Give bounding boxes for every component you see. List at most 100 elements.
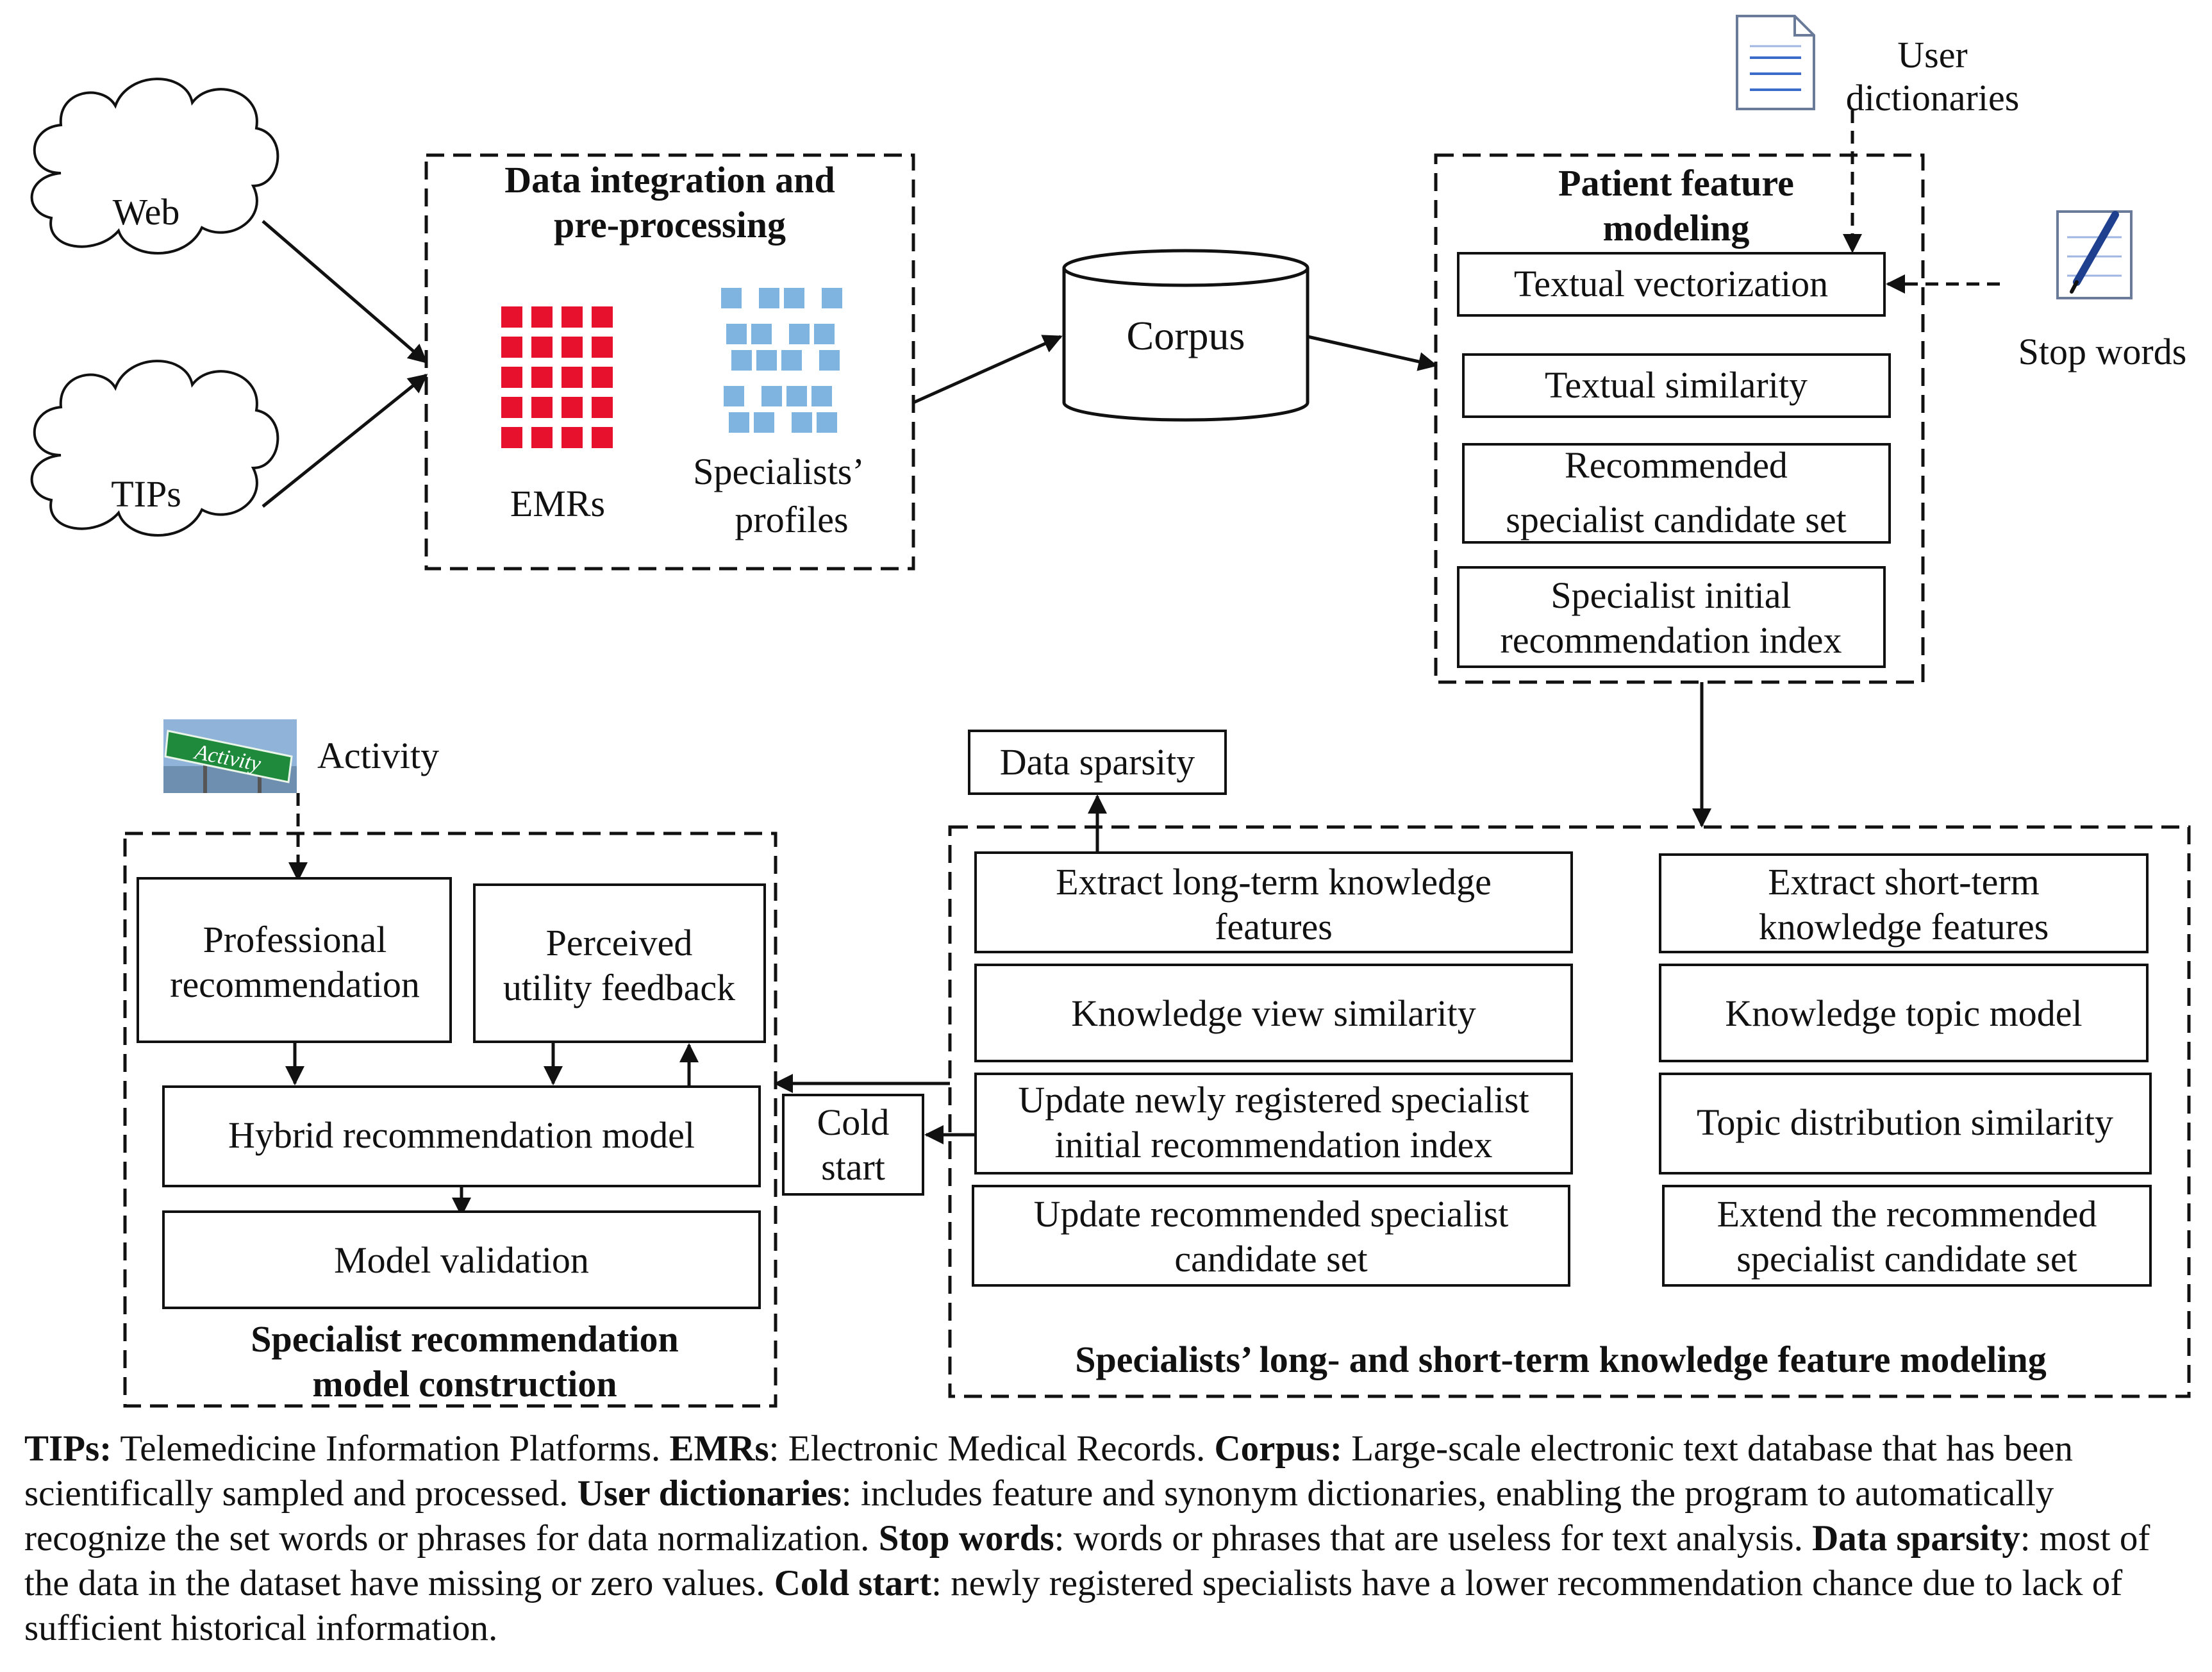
candidate-set-label-line2: specialist candidate set <box>1506 499 1846 540</box>
tile <box>759 288 779 308</box>
legend-definition: Large-scale electronic text database tha… <box>24 1428 2073 1514</box>
data-integration-box <box>424 153 915 571</box>
figure-legend: TIPs: Telemedicine Information Platforms… <box>24 1426 2191 1651</box>
perceived-utility-box <box>473 883 766 1043</box>
stop-words-label: Stop words <box>2018 331 2187 372</box>
topic-model-label: Knowledge topic model <box>1725 992 2082 1034</box>
tile <box>756 350 777 371</box>
tile <box>561 367 583 388</box>
professional-line2: recommendation <box>170 964 420 1005</box>
tile <box>819 350 840 371</box>
tile <box>784 288 804 308</box>
patient-feature-title-line1: Patient feature <box>1558 162 1794 204</box>
tile <box>501 367 522 388</box>
textual-similarity-label: Textual similarity <box>1545 364 1808 406</box>
topic-similarity-label: Topic distribution similarity <box>1697 1101 2113 1143</box>
extend-candidate-line1: Extend the recommended <box>1717 1193 2097 1235</box>
tile <box>501 306 522 328</box>
user-dictionaries-label-line2: dictionaries <box>1846 77 2020 119</box>
patient-feature-title-line2: modeling <box>1603 207 1750 249</box>
update-index-line1: Update newly registered specialist <box>1018 1079 1529 1121</box>
professional-line1: Professional <box>203 919 387 960</box>
legend-definition: : newly registered specialists have a lo… <box>24 1563 2123 1648</box>
data-sparsity-label: Data sparsity <box>1000 741 1195 783</box>
tile <box>531 427 553 448</box>
legend-term: TIPs: <box>24 1428 112 1469</box>
legend-term: Cold start <box>774 1563 932 1603</box>
tile <box>814 324 835 344</box>
textual-vectorization-box <box>1457 252 1886 317</box>
tile <box>561 427 583 448</box>
tile <box>531 367 553 388</box>
web-cloud-icon <box>30 78 279 255</box>
cold-start-line2: start <box>821 1146 885 1188</box>
data-integration-title-line1: Data integration and <box>504 159 835 201</box>
topic-similarity-box <box>1659 1073 2152 1175</box>
tile <box>811 386 832 406</box>
activity-sign-icon: Activity <box>163 719 297 793</box>
corpus-label: Corpus <box>1127 313 1245 358</box>
tile <box>561 306 583 328</box>
candidate-set-box <box>1462 443 1891 544</box>
legend-definition: : words or phrases that are useless for … <box>1054 1518 1813 1559</box>
textual-vectorization-label: Textual vectorization <box>1514 263 1828 305</box>
pen-notepad-icon <box>2056 210 2133 299</box>
arrow-integration-to-corpus <box>912 335 1063 405</box>
tile <box>592 306 613 328</box>
web-source-label: Web <box>113 191 180 233</box>
profiles-grid-icon <box>721 288 842 433</box>
tile <box>751 324 772 344</box>
long-term-extract-line1: Extract long-term knowledge <box>1056 861 1492 903</box>
tile <box>592 427 613 448</box>
tips-source-label: TIPs <box>111 473 181 515</box>
tile <box>792 412 812 433</box>
database-cylinder-icon <box>1062 249 1310 422</box>
long-term-extract-line2: features <box>1215 906 1333 948</box>
knowledge-modeling-box <box>948 825 2191 1398</box>
tile <box>731 350 752 371</box>
tile <box>761 386 782 406</box>
cold-start-line1: Cold <box>817 1101 890 1143</box>
legend-term: Data sparsity <box>1812 1518 2020 1559</box>
arrow-web-to-integration <box>262 220 428 364</box>
update-index-box <box>974 1073 1573 1175</box>
update-index-line2: initial recommendation index <box>1055 1124 1493 1166</box>
tile <box>817 412 837 433</box>
knowledge-modeling-title: Specialists’ long- and short-term knowle… <box>1075 1339 2046 1380</box>
initial-index-box <box>1457 566 1886 668</box>
patient-feature-box <box>1434 153 1925 684</box>
tile <box>592 367 613 388</box>
candidate-set-label-line1: Recommended <box>1565 444 1788 486</box>
cold-start-box <box>782 1094 924 1196</box>
tile <box>822 288 842 308</box>
legend-term: User dictionaries <box>577 1473 842 1514</box>
tile <box>726 324 747 344</box>
data-sparsity-box <box>968 730 1227 795</box>
tile <box>786 386 807 406</box>
legend-term: Stop words <box>878 1518 1054 1559</box>
tile <box>789 324 810 344</box>
profiles-label-line1: Specialists’ <box>693 451 864 492</box>
short-term-extract-line2: knowledge features <box>1759 906 2049 948</box>
arrow-tips-to-integration <box>262 374 428 508</box>
tile <box>501 427 522 448</box>
topic-model-box <box>1659 964 2149 1062</box>
tile <box>781 350 802 371</box>
emrs-label: EMRs <box>510 483 605 524</box>
tile <box>754 412 774 433</box>
tile <box>561 337 583 358</box>
legend-definition: : most of the data in the dataset have m… <box>24 1518 2150 1603</box>
perceived-line1: Perceived <box>546 922 693 964</box>
initial-index-label-line2: recommendation index <box>1500 619 1842 661</box>
model-validation-box <box>162 1210 761 1309</box>
long-term-extract-box <box>974 851 1573 953</box>
legend-definition: : includes feature and synonym dictionar… <box>24 1473 2054 1559</box>
model-validation-label: Model validation <box>334 1239 589 1281</box>
update-candidate-line1: Update recommended specialist <box>1034 1193 1509 1235</box>
tile <box>592 337 613 358</box>
tile <box>501 337 522 358</box>
update-candidate-line2: candidate set <box>1174 1238 1367 1280</box>
specialist-model-box <box>123 832 778 1408</box>
knowledge-view-label: Knowledge view similarity <box>1071 992 1476 1034</box>
